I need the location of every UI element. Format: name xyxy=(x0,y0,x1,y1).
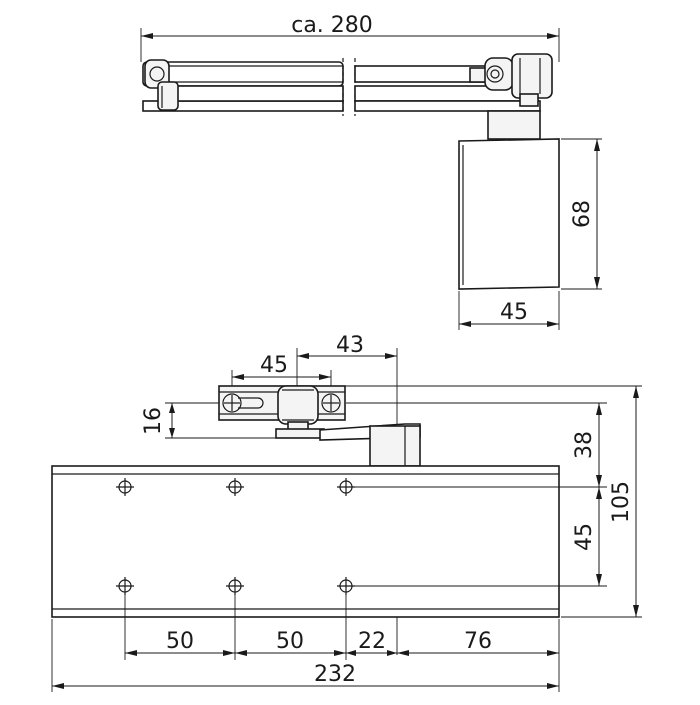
hole xyxy=(226,577,244,595)
hole xyxy=(337,577,355,595)
dim-axis-to-end: 76 xyxy=(464,629,492,654)
hole xyxy=(116,478,134,496)
closer-body-side xyxy=(458,138,560,290)
mounting-bracket xyxy=(218,385,346,425)
spindle xyxy=(487,110,541,140)
dim-bracket-width: 45 xyxy=(260,353,288,378)
arm-lever xyxy=(275,421,421,467)
dim-bracket-height: 16 xyxy=(141,407,166,435)
arm-left xyxy=(142,59,344,112)
dim-hole-spacing-h1: 50 xyxy=(166,629,194,654)
hole xyxy=(116,577,134,595)
front-view: 43 45 xyxy=(51,333,642,692)
dim-top-width: ca. 280 xyxy=(291,13,373,38)
dim-arm-offset: 43 xyxy=(336,333,364,358)
dim-body-depth: 45 xyxy=(500,300,528,325)
dim-overall-length: 232 xyxy=(314,662,356,687)
dim-bracket-to-holes: 38 xyxy=(572,431,597,459)
break-lines xyxy=(342,58,356,116)
dim-hole-spacing-h2: 50 xyxy=(276,629,304,654)
closer-body-front xyxy=(51,465,560,618)
hole xyxy=(226,478,244,496)
dim-axis-offset: 22 xyxy=(358,629,386,654)
dim-hole-spacing-v: 45 xyxy=(572,523,597,551)
top-view: ca. 280 xyxy=(140,13,602,330)
dim-body-height: 68 xyxy=(570,200,595,228)
hole xyxy=(337,478,355,496)
dim-overall-height: 105 xyxy=(609,481,634,523)
arm-right xyxy=(354,53,553,112)
mounting-holes xyxy=(116,478,355,595)
